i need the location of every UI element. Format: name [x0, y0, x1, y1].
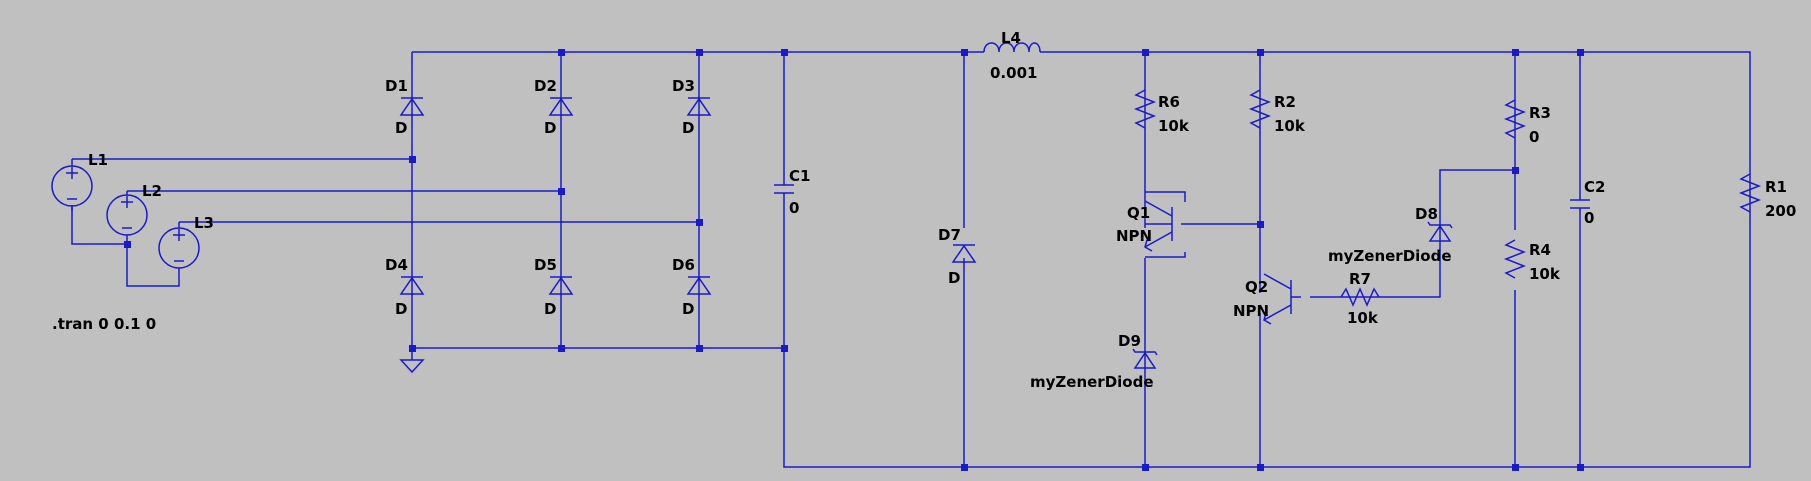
label-D7-value: D	[948, 269, 960, 287]
transistor-Q1[interactable]	[1144, 200, 1173, 252]
label-R4-value: 10k	[1529, 265, 1561, 283]
label-D2-name: D2	[534, 77, 557, 95]
label-L2-name: L2	[142, 182, 162, 200]
ground-icon[interactable]	[399, 359, 425, 374]
label-D6-name: D6	[672, 256, 695, 274]
inductor-L4[interactable]	[983, 42, 1041, 53]
label-D5-name: D5	[534, 256, 557, 274]
label-Q1-name: Q1	[1127, 204, 1150, 222]
transistor-Q2[interactable]	[1263, 273, 1292, 325]
diode-D2[interactable]	[548, 97, 574, 116]
label-R6-value: 10k	[1158, 117, 1190, 135]
label-D9-name: D9	[1118, 332, 1141, 350]
zener-diode-D8[interactable]	[1427, 221, 1453, 242]
label-R2-name: R2	[1274, 93, 1296, 111]
label-L3-name: L3	[194, 214, 214, 232]
diode-D5[interactable]	[548, 276, 574, 295]
resistor-R6[interactable]	[1133, 89, 1157, 129]
label-Q1-value: NPN	[1116, 227, 1152, 245]
label-R1-name: R1	[1765, 178, 1787, 196]
resistor-R7[interactable]	[1340, 287, 1380, 307]
label-R3-value: 0	[1529, 128, 1539, 146]
label-L1-name: L1	[88, 151, 108, 169]
diode-D1[interactable]	[399, 97, 425, 116]
label-D7-name: D7	[938, 226, 961, 244]
label-D4-name: D4	[385, 256, 408, 274]
label-R4-name: R4	[1529, 241, 1551, 259]
junction-dots	[124, 49, 1584, 471]
spice-directive[interactable]: .tran 0 0.1 0	[52, 315, 156, 333]
label-D1-name: D1	[385, 77, 408, 95]
resistor-R2[interactable]	[1248, 89, 1272, 129]
label-D3-value: D	[682, 119, 694, 137]
label-C2-value: 0	[1584, 209, 1594, 227]
label-D8-value: myZenerDiode	[1328, 247, 1452, 265]
label-D9-value: myZenerDiode	[1030, 373, 1154, 391]
label-R6-name: R6	[1158, 93, 1180, 111]
label-R2-value: 10k	[1274, 117, 1306, 135]
resistor-R4[interactable]	[1503, 239, 1527, 279]
label-D5-value: D	[544, 300, 556, 318]
label-C1-name: C1	[789, 167, 810, 185]
label-D6-value: D	[682, 300, 694, 318]
capacitor-C1[interactable]	[774, 184, 794, 194]
label-L4-name: L4	[1001, 29, 1021, 47]
voltage-source-L2[interactable]	[106, 191, 148, 244]
labels: L1 L2 L3 D1 D D2 D D3 D D4 D D5 D D6 D C…	[52, 29, 1796, 391]
resistor-R3[interactable]	[1503, 99, 1527, 139]
diode-D7[interactable]	[951, 244, 977, 263]
label-D2-value: D	[544, 119, 556, 137]
voltage-source-L1[interactable]	[51, 159, 93, 211]
label-R7-value: 10k	[1347, 309, 1379, 327]
diode-D3[interactable]	[686, 97, 712, 116]
capacitor-C2[interactable]	[1570, 199, 1590, 209]
label-D1-value: D	[395, 119, 407, 137]
resistor-R1[interactable]	[1738, 173, 1762, 213]
label-L4-value: 0.001	[990, 64, 1037, 82]
label-C2-name: C2	[1584, 178, 1605, 196]
label-R3-name: R3	[1529, 104, 1551, 122]
wires	[71, 51, 1751, 468]
label-Q2-name: Q2	[1245, 278, 1268, 296]
label-R7-name: R7	[1349, 270, 1371, 288]
voltage-source-L3[interactable]	[158, 222, 200, 271]
label-D3-name: D3	[672, 77, 695, 95]
label-C1-value: 0	[789, 199, 799, 217]
label-R1-value: 200	[1765, 202, 1796, 220]
label-Q2-value: NPN	[1233, 302, 1269, 320]
label-D4-value: D	[395, 300, 407, 318]
diode-D4[interactable]	[399, 276, 425, 295]
zener-diode-D9[interactable]	[1132, 348, 1158, 369]
label-D8-name: D8	[1415, 205, 1438, 223]
diode-D6[interactable]	[686, 276, 712, 295]
